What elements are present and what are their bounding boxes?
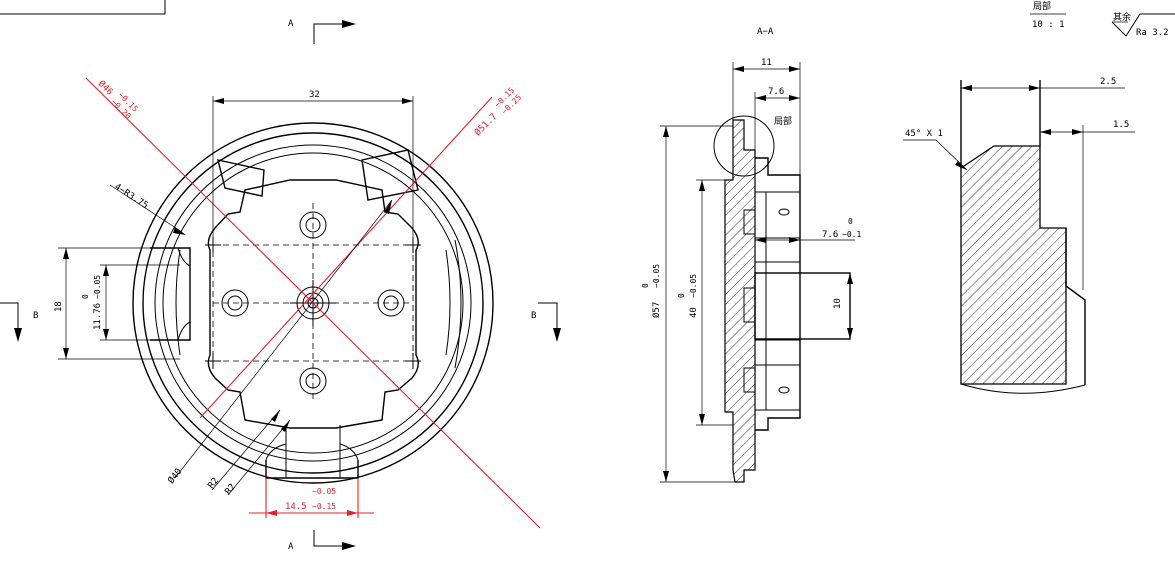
detail-callout-label: 局部 bbox=[774, 115, 792, 127]
red-diagonal-line-1 bbox=[85, 77, 541, 529]
detail-header-label: 局部 bbox=[1033, 0, 1051, 12]
section-view-a-a: A−A 局部 11 bbox=[641, 27, 861, 483]
section-a-bottom-label: A bbox=[288, 542, 294, 552]
section-marker-b-right: B bbox=[531, 302, 561, 342]
dim-25: 2.5 bbox=[1100, 77, 1116, 87]
dim-145-upper: −0.05 bbox=[312, 487, 336, 496]
dim-40-base: 40 bbox=[689, 307, 699, 318]
dim-76-mid-upper: 0 bbox=[848, 217, 853, 226]
dim-phi57-base: Ø57 bbox=[651, 302, 662, 318]
section-marker-a-bottom: A bbox=[288, 530, 356, 552]
dim-phi57-lower: −0.05 bbox=[652, 264, 661, 288]
detail-hatched-profile bbox=[960, 145, 1067, 385]
dim-phi46-symbol: Ø46 bbox=[96, 78, 115, 97]
dim-76-mid-lower: −0.1 bbox=[842, 230, 861, 239]
dim-76-mid-base: 7.6 bbox=[822, 230, 838, 240]
section-view-title: A−A bbox=[757, 27, 774, 37]
front-view: 32 Ø46 −0.15 −0.20 Ø51.7 −0.15 −0.25 4−R… bbox=[54, 77, 541, 529]
section-b-left-label: B bbox=[33, 311, 38, 321]
red-diagonal-line-2 bbox=[199, 96, 493, 419]
roughness-symbol bbox=[1111, 13, 1175, 37]
dim-1176-base: 11.76 bbox=[93, 303, 103, 330]
dim-18: 18 bbox=[54, 301, 64, 312]
dim-40-lower: −0.05 bbox=[689, 274, 698, 298]
section-hatched-profile bbox=[724, 119, 756, 483]
dim-1176-upper: 0 bbox=[81, 294, 90, 299]
dim-15: 1.5 bbox=[1113, 120, 1129, 130]
dim-11: 11 bbox=[761, 58, 772, 68]
dim-32: 32 bbox=[309, 90, 320, 100]
dim-1176-lower: −0.05 bbox=[93, 275, 102, 299]
dim-phi51-symbol: Ø51.7 bbox=[472, 111, 499, 138]
detail-scale: 10 : 1 bbox=[1032, 20, 1065, 30]
dim-145-base: 14.5 bbox=[285, 502, 307, 512]
dim-145-lower: −0.15 bbox=[312, 502, 336, 511]
dim-phi57-upper: 0 bbox=[641, 283, 650, 288]
section-a-top-label: A bbox=[288, 19, 294, 29]
section-marker-b-left: B bbox=[0, 302, 38, 342]
roughness-value: Ra 3.2 bbox=[1136, 28, 1169, 38]
section-b-right-label: B bbox=[531, 311, 536, 321]
detail-view: 局部 10 : 1 其余 Ra 3.2 2.5 1.5 45° X 1 bbox=[903, 0, 1175, 394]
dim-r375: 4−R3.75 bbox=[112, 182, 149, 211]
dim-40-upper: 0 bbox=[677, 293, 686, 298]
dim-10: 10 bbox=[833, 298, 843, 309]
title-block-corner bbox=[0, 0, 166, 15]
rest-surface-label: 其余 bbox=[1113, 11, 1131, 23]
dim-r2-b: R2 bbox=[223, 482, 238, 497]
dim-chamfer: 45° X 1 bbox=[905, 129, 943, 139]
dim-76-top: 7.6 bbox=[768, 87, 784, 97]
dim-r2-a: R2 bbox=[206, 476, 221, 491]
section-marker-a-top: A bbox=[288, 19, 356, 44]
